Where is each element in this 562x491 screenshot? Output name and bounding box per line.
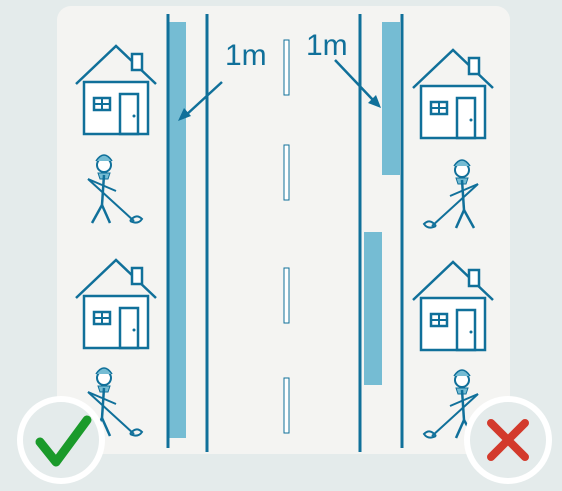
cleared-strip-right-top — [382, 22, 400, 175]
right-distance-label: 1m — [306, 29, 348, 62]
left-distance-label: 1m — [225, 39, 267, 72]
correct-badge — [17, 396, 105, 484]
cleared-strip-right-bottom — [364, 232, 382, 385]
incorrect-badge — [464, 396, 552, 484]
cleared-strip-left — [168, 22, 186, 438]
